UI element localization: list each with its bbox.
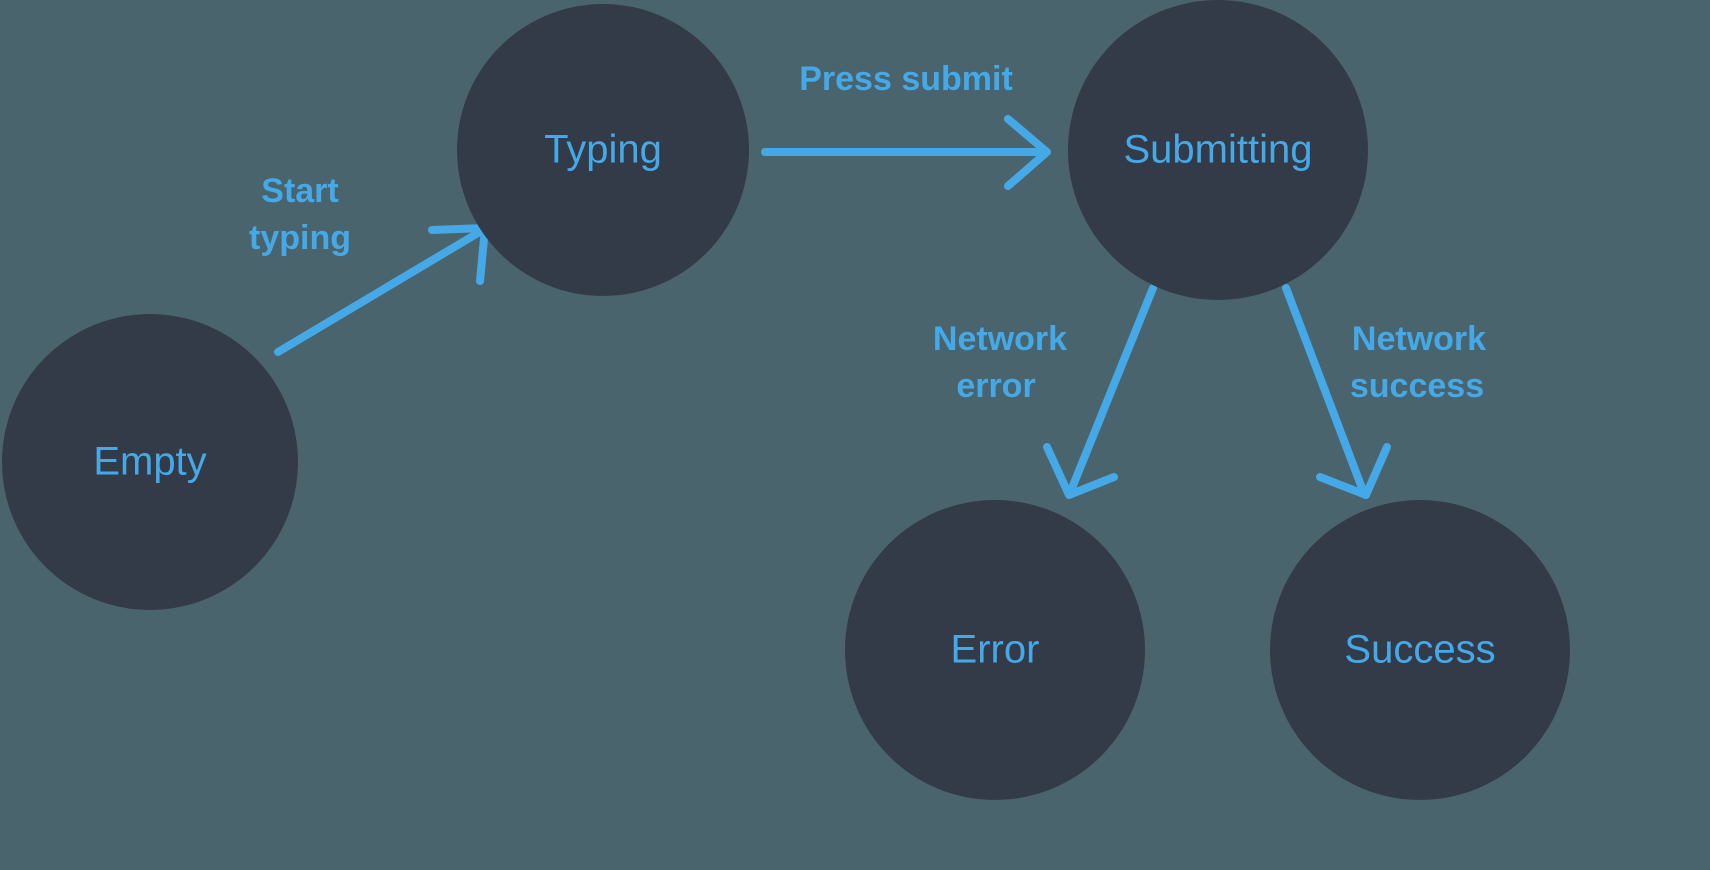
node-typing[interactable]: Typing bbox=[457, 4, 749, 296]
arrowhead-icon bbox=[1316, 443, 1391, 499]
edge-label-line: success bbox=[1350, 367, 1484, 405]
node-circle[interactable] bbox=[2, 314, 298, 610]
node-label-empty: Empty bbox=[93, 440, 206, 484]
edge-line bbox=[1282, 284, 1366, 492]
node-label-typing: Typing bbox=[544, 128, 662, 172]
edge-label-line: Network bbox=[1352, 320, 1486, 358]
node-label-submitting: Submitting bbox=[1124, 128, 1313, 172]
edge-typing-to-submitting bbox=[761, 115, 1051, 190]
node-empty[interactable]: Empty bbox=[2, 314, 298, 610]
edge-label-start-typing: Start typing bbox=[249, 172, 351, 257]
edge-line bbox=[274, 226, 487, 356]
node-circle[interactable] bbox=[457, 4, 749, 296]
arrowhead-icon bbox=[1043, 443, 1118, 499]
edge-submitting-to-success bbox=[1282, 284, 1391, 499]
node-submitting[interactable]: Submitting bbox=[1068, 0, 1368, 300]
node-error[interactable]: Error bbox=[845, 500, 1145, 800]
edge-submitting-to-error bbox=[1043, 284, 1157, 499]
node-circle[interactable] bbox=[1068, 0, 1368, 300]
arrowhead-icon bbox=[1004, 115, 1051, 190]
node-circle[interactable] bbox=[1270, 500, 1570, 800]
edge-line bbox=[1068, 284, 1157, 492]
edge-label-line: Network bbox=[933, 320, 1067, 358]
edge-label-network-error: Network error bbox=[933, 320, 1067, 405]
edge-label-line: Start bbox=[261, 172, 338, 210]
node-label-success: Success bbox=[1344, 628, 1495, 672]
edge-label-line: error bbox=[956, 367, 1035, 405]
node-circle[interactable] bbox=[845, 500, 1145, 800]
node-success[interactable]: Success bbox=[1270, 500, 1570, 800]
edge-label-line: typing bbox=[249, 219, 351, 257]
edge-label-network-success: Network success bbox=[1350, 320, 1486, 405]
edge-label-line: Press submit bbox=[799, 60, 1013, 98]
edge-label-press-submit: Press submit bbox=[799, 60, 1013, 98]
node-label-error: Error bbox=[951, 628, 1040, 672]
